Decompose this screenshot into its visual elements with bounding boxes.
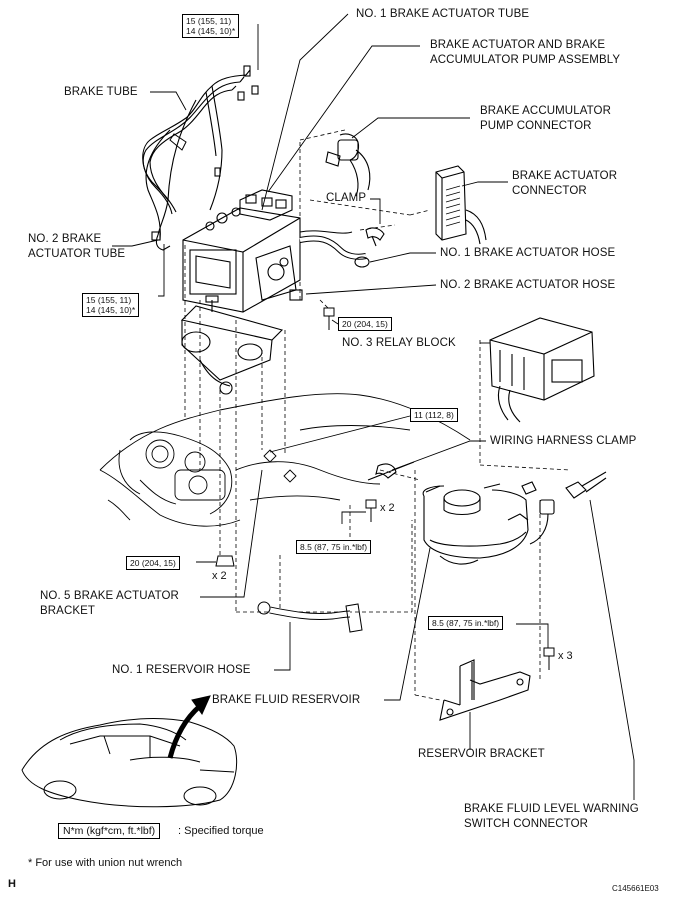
label-wiring-harness-clamp: WIRING HARNESS CLAMP: [490, 435, 637, 447]
vehicle-illustration: [21, 717, 238, 808]
location-arrow: [167, 704, 202, 759]
torque-value: 15 (155, 11): [186, 16, 232, 26]
label-reservoir-bracket: RESERVOIR BRACKET: [418, 748, 545, 760]
label-no1-reservoir-hose: NO. 1 RESERVOIR HOSE: [112, 664, 251, 676]
label-no1-brake-actuator-tube: NO. 1 BRAKE ACTUATOR TUBE: [356, 8, 530, 20]
torque-value: 14 (145, 10)*: [186, 26, 236, 36]
label-clamp: CLAMP: [326, 192, 367, 204]
label-brake-tube: BRAKE TUBE: [64, 86, 138, 98]
torque-box-top: 15 (155, 11) 14 (145, 10)*: [182, 14, 240, 38]
actuator-connector: [435, 165, 487, 245]
label-actuator-pump-assembly-line1: BRAKE ACTUATOR AND BRAKE: [430, 39, 606, 51]
relay-block: [489, 317, 595, 423]
legend-unit-text: : Specified torque: [178, 825, 264, 837]
torque-box-bolt-20-a: 20 (204, 15): [338, 317, 392, 331]
actuator-assembly: [180, 189, 370, 395]
label-no3-relay-block: NO. 3 RELAY BLOCK: [342, 337, 456, 349]
quantity-x2-nuts: x 2: [212, 570, 227, 582]
torque-box-bolt-8-5-b: 8.5 (87, 75 in.*lbf): [428, 616, 504, 630]
label-pump-connector-line1: BRAKE ACCUMULATOR: [480, 105, 611, 117]
torque-box-bolt-8-5-a: 8.5 (87, 75 in.*lbf): [296, 540, 372, 554]
reservoir-bracket-part: [439, 659, 531, 721]
torque-box-bolt-20-b: 20 (204, 15): [126, 556, 180, 570]
torque-value: 14 (145, 10)*: [86, 305, 136, 315]
figure-code: C145661E03: [612, 884, 659, 893]
label-pump-connector-line2: PUMP CONNECTOR: [480, 120, 592, 132]
label-actuator-connector-line2: CONNECTOR: [512, 185, 587, 197]
torque-value: 15 (155, 11): [86, 295, 132, 305]
bolts: [215, 307, 555, 670]
label-no2-actuator-tube-line1: NO. 2 BRAKE: [28, 233, 102, 245]
legend-footnote: * For use with union nut wrench: [28, 857, 183, 869]
pump-connector: [325, 133, 371, 197]
label-no5-actuator-bracket-line2: BRACKET: [40, 605, 96, 617]
torque-box-bolt-11: 11 (112, 8): [410, 408, 458, 422]
legend-unit-box: N*m (kgf*cm, ft.*lbf): [58, 823, 161, 839]
clamp-part: [365, 227, 385, 247]
quantity-x3-bolts: x 3: [558, 650, 573, 662]
quantity-x2-bolts: x 2: [380, 502, 395, 514]
torque-box-mid: 15 (155, 11) 14 (145, 10)*: [82, 293, 140, 317]
label-no1-actuator-hose: NO. 1 BRAKE ACTUATOR HOSE: [440, 247, 616, 259]
alignment-dashed-lines: [184, 129, 571, 701]
reservoir-hose-part: [257, 601, 363, 633]
leader-lines: [112, 13, 635, 800]
label-brake-fluid-reservoir: BRAKE FLUID RESERVOIR: [212, 694, 361, 706]
label-actuator-connector-line1: BRAKE ACTUATOR: [512, 170, 618, 182]
label-no2-actuator-tube-line2: ACTUATOR TUBE: [28, 248, 126, 260]
reservoir: [422, 481, 555, 565]
tube-clamp: [169, 133, 187, 151]
label-level-switch-connector-line2: SWITCH CONNECTOR: [464, 818, 589, 830]
label-level-switch-connector-line1: BRAKE FLUID LEVEL WARNING: [464, 803, 639, 815]
label-actuator-pump-assembly-line2: ACCUMULATOR PUMP ASSEMBLY: [430, 54, 621, 66]
level-switch-connector-part: [565, 471, 607, 499]
brake-tube-bundle: [142, 65, 259, 251]
label-no5-actuator-bracket-line1: NO. 5 BRAKE ACTUATOR: [40, 590, 179, 602]
corner-mark-left: H: [8, 878, 16, 890]
label-no2-actuator-hose: NO. 2 BRAKE ACTUATOR HOSE: [440, 279, 616, 291]
